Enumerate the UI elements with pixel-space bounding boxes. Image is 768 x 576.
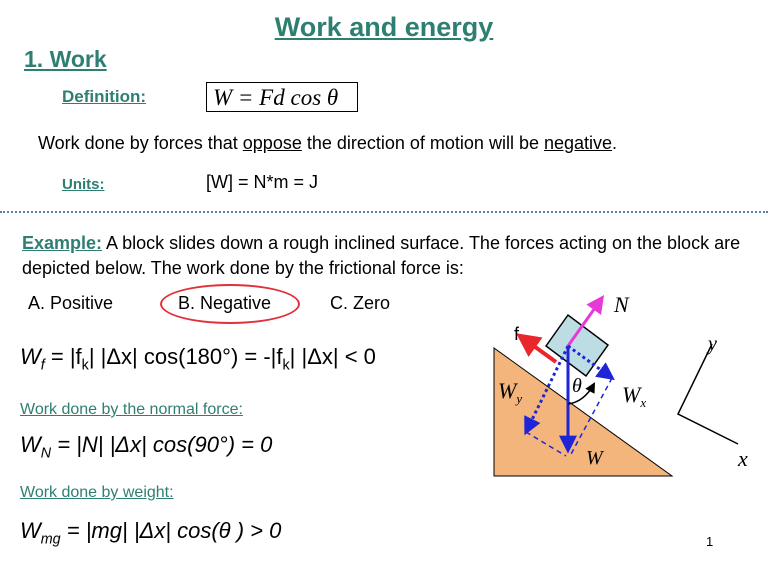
note-part1: Work done by forces that	[38, 133, 243, 153]
label-wx-sub: x	[639, 395, 646, 410]
answer-circle	[160, 284, 300, 324]
theta-angle-arc	[567, 382, 596, 405]
dashed-helper-line	[525, 431, 567, 457]
axis-label-y: y	[706, 333, 717, 355]
note-oppose: oppose	[242, 133, 302, 153]
label-theta: θ	[572, 375, 582, 397]
option-a: A. Positive	[28, 293, 114, 313]
eq-part: = |f	[44, 344, 82, 369]
label-W: W	[586, 447, 605, 469]
eq-w: W	[20, 518, 41, 543]
label-N: N	[613, 292, 630, 317]
note-negative: negative	[543, 133, 613, 153]
eq-w: W	[20, 344, 41, 369]
weight-work-label: Work done by weight:	[20, 484, 174, 501]
eq-part: | |Δx| cos(180°) = -|f	[88, 344, 283, 369]
definition-formula: W = Fd cos θ	[206, 82, 358, 112]
definition-label: Definition:	[62, 87, 147, 106]
note-part3: .	[612, 133, 618, 153]
eq-w-sub: f	[40, 357, 45, 374]
eq-k-sub: k	[282, 357, 290, 374]
axis-label-x: x	[737, 446, 748, 471]
eq-k-sub: k	[81, 357, 89, 374]
example-body: A block slides down a rough inclined sur…	[22, 233, 741, 278]
eq-w: W	[20, 432, 41, 457]
friction-force-arrow	[516, 333, 558, 364]
axes-indicator	[677, 343, 739, 445]
eq-part: = |mg| |Δx| cos(θ ) > 0	[60, 518, 282, 543]
label-wy: Wy	[498, 378, 522, 406]
label-f: f	[514, 324, 520, 344]
negative-work-note: Work done by forces that oppose the dire…	[38, 133, 617, 154]
eq-part: | |Δx| < 0	[289, 344, 376, 369]
note-part2: the direction of motion will be	[301, 133, 544, 153]
label-wx: Wx	[622, 382, 646, 410]
eq-w-sub: N	[40, 445, 52, 462]
eq-part: = |N| |Δx| cos(90°) = 0	[51, 432, 273, 457]
example-text: Example: A block slides down a rough inc…	[22, 231, 752, 281]
section-divider	[0, 211, 768, 213]
normal-force-arrow	[566, 295, 605, 347]
friction-work-equation: Wf = |fk| |Δx| cos(180°) = -|fk| |Δx| < …	[20, 344, 376, 373]
units-label: Units:	[62, 176, 105, 193]
label-wx-main: W	[622, 382, 642, 407]
sliding-block	[544, 313, 610, 378]
dashed-helper-line	[569, 377, 613, 457]
weight-work-equation: Wmg = |mg| |Δx| cos(θ ) > 0	[20, 518, 281, 547]
page-title: Work and energy	[274, 12, 494, 42]
weight-y-component	[524, 345, 570, 436]
normal-work-label: Work done by the normal force:	[20, 401, 243, 418]
incline-surface	[493, 347, 674, 477]
option-c: C. Zero	[330, 293, 391, 313]
section-heading: 1. Work	[24, 46, 107, 72]
example-label: Example:	[22, 233, 103, 253]
eq-w-sub: mg	[40, 531, 61, 548]
units-value: [W] = N*m = J	[206, 172, 319, 192]
page-number: 1	[706, 534, 714, 549]
label-wy-sub: y	[514, 391, 522, 406]
label-wy-main: W	[498, 378, 518, 403]
normal-work-equation: WN = |N| |Δx| cos(90°) = 0	[20, 432, 272, 461]
